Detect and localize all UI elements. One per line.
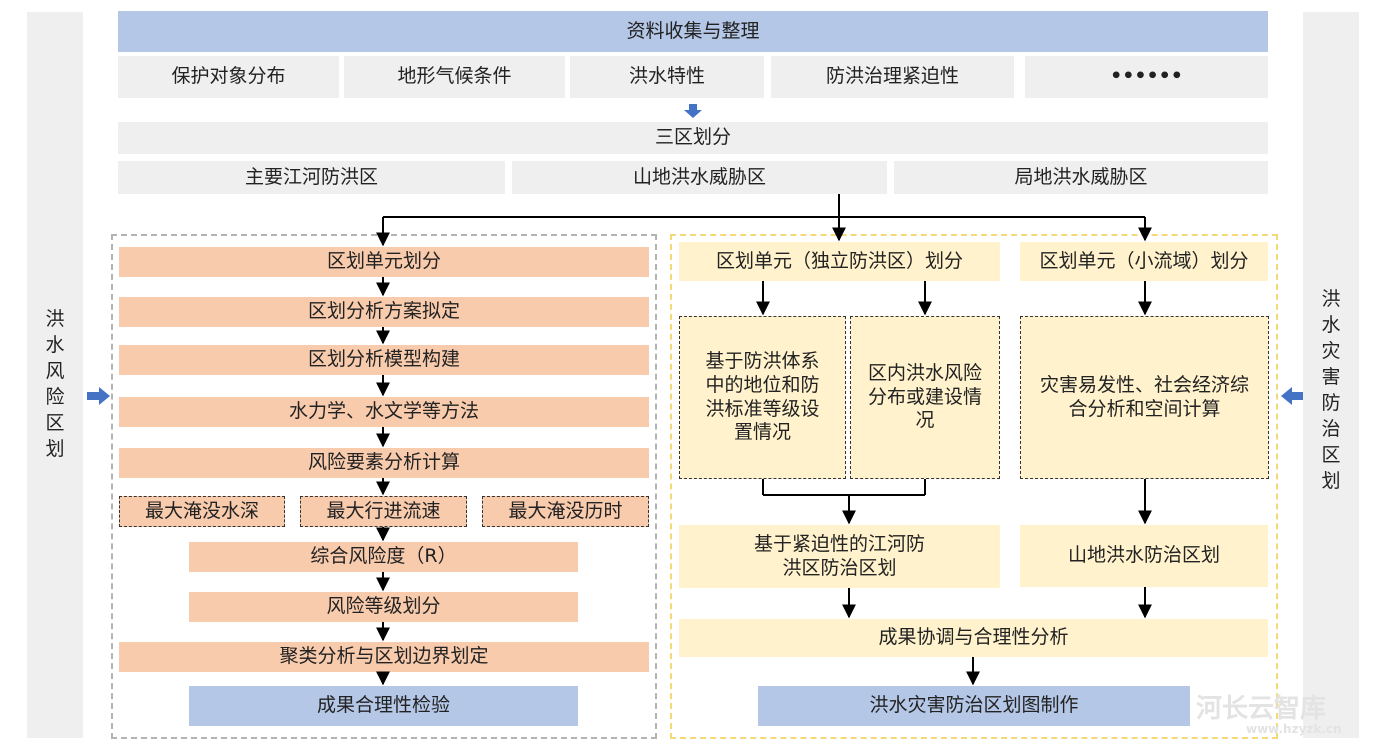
box-disaster-analysis: 灾害易发性、社会经济综合分析和空间计算 — [1020, 316, 1269, 479]
left-step-5: 风险要素分析计算 — [119, 448, 649, 478]
zone-3: 局地洪水威胁区 — [894, 161, 1268, 194]
box-risk-distribution: 区内洪水风险分布或建设情况 — [850, 316, 1000, 479]
output-mountain-zoning: 山地洪水防治区划 — [1020, 525, 1268, 587]
factor-max-velocity: 最大行进流速 — [300, 496, 467, 527]
left-side-panel — [27, 12, 83, 738]
top-item-4: 防洪治理紧迫性 — [771, 56, 1014, 98]
data-collection-header: 资料收集与整理 — [118, 11, 1268, 52]
zone-2: 山地洪水威胁区 — [512, 161, 887, 194]
left-step-1: 区划单元划分 — [119, 247, 649, 277]
three-zone-division: 三区划分 — [118, 122, 1268, 154]
watermark-url: www.hzyzk.cn — [1246, 722, 1342, 736]
unit-independent-area: 区划单元（独立防洪区）划分 — [679, 242, 1000, 281]
top-item-3: 洪水特性 — [570, 56, 764, 98]
right-side-label: 洪水灾害防治区划 — [1321, 288, 1341, 492]
zone-1: 主要江河防洪区 — [118, 161, 505, 194]
left-step-risk-degree: 综合风险度（R） — [189, 542, 578, 572]
left-side-label: 洪水风险区划 — [45, 308, 65, 460]
top-item-2: 地形气候条件 — [344, 56, 565, 98]
left-result-check: 成果合理性检验 — [189, 686, 578, 726]
left-step-4: 水力学、水文学等方法 — [119, 397, 649, 427]
factor-max-depth: 最大淹没水深 — [119, 496, 285, 527]
factor-max-duration: 最大淹没历时 — [482, 496, 649, 527]
right-side-panel — [1303, 12, 1359, 738]
left-step-risk-grade: 风险等级划分 — [189, 592, 578, 622]
left-step-2: 区划分析方案拟定 — [119, 297, 649, 327]
top-item-5: •••••• — [1025, 56, 1268, 98]
right-dashed-frame — [670, 234, 1278, 739]
unit-small-watershed: 区划单元（小流域）划分 — [1020, 242, 1268, 281]
final-map-production: 洪水灾害防治区划图制作 — [758, 686, 1190, 726]
left-step-cluster: 聚类分析与区划边界划定 — [119, 642, 649, 672]
coordination-analysis: 成果协调与合理性分析 — [679, 619, 1268, 657]
output-river-zoning: 基于紧迫性的江河防洪区防治区划 — [679, 525, 1000, 588]
left-step-3: 区划分析模型构建 — [119, 345, 649, 375]
box-flood-system-status: 基于防洪体系中的地位和防洪标准等级设置情况 — [679, 316, 846, 479]
top-item-1: 保护对象分布 — [118, 56, 339, 98]
watermark-name: 河长云智库 — [1196, 694, 1327, 724]
